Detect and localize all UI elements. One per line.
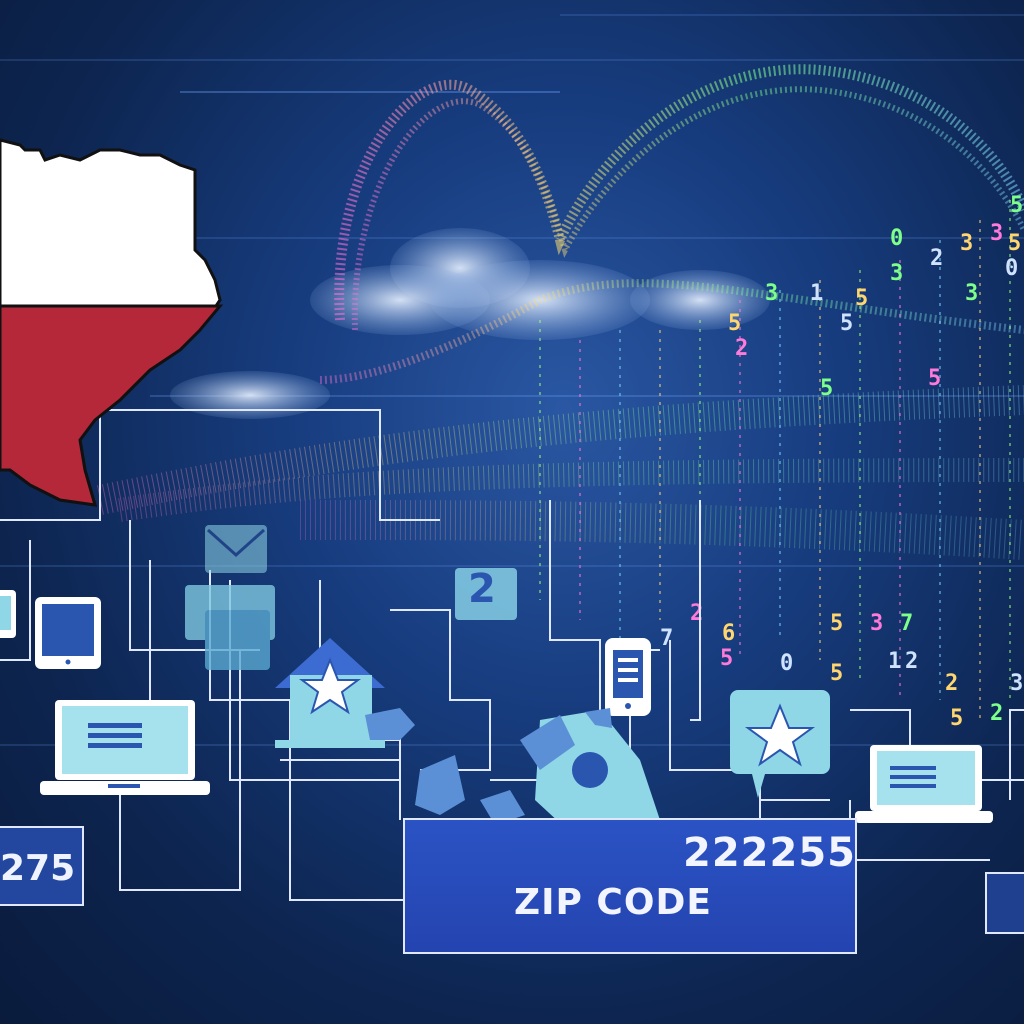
svg-text:2: 2: [735, 336, 748, 361]
data-stream-arcs: [319, 64, 1024, 384]
right-outline-box: [985, 872, 1024, 934]
svg-text:5: 5: [1008, 231, 1021, 256]
svg-text:5: 5: [928, 366, 941, 391]
left-number-box: [0, 826, 84, 906]
zip-code-panel: [403, 818, 857, 954]
mail-envelope-icon: [205, 525, 267, 573]
svg-text:2: 2: [945, 671, 958, 696]
svg-text:7: 7: [660, 626, 673, 651]
svg-text:5: 5: [720, 646, 733, 671]
digit-badge-label: 2: [468, 566, 496, 612]
smartphone-icon: [605, 638, 651, 716]
svg-text:5: 5: [1010, 193, 1023, 218]
svg-text:3: 3: [990, 221, 1003, 246]
cloud-icon: [170, 228, 770, 419]
svg-text:5: 5: [950, 706, 963, 731]
left-number: 275: [0, 848, 76, 889]
zip-code-label: ZIP CODE: [514, 882, 712, 923]
svg-text:5: 5: [728, 311, 741, 336]
svg-text:2: 2: [690, 601, 703, 626]
svg-text:3: 3: [870, 611, 883, 636]
svg-text:3: 3: [1010, 671, 1023, 696]
svg-text:6: 6: [722, 621, 735, 646]
svg-text:3: 3: [960, 231, 973, 256]
svg-text:2: 2: [930, 246, 943, 271]
svg-text:3: 3: [890, 261, 903, 286]
zip-code-number: 222255: [683, 830, 856, 876]
document-icon: [185, 585, 275, 670]
laptop-icon-right: [855, 745, 993, 823]
svg-text:1: 1: [888, 649, 901, 674]
svg-text:3: 3: [765, 281, 778, 306]
data-stream-band: [97, 385, 1024, 560]
svg-text:1: 1: [810, 281, 823, 306]
svg-text:5: 5: [830, 611, 843, 636]
svg-text:2: 2: [990, 701, 1003, 726]
digit-glyphs: 0 2 3 3 5 5 0 3 3 5 1 3 5 5 2 5 5 2 6 0 …: [660, 193, 1023, 731]
digit-rain: [539, 200, 1011, 720]
tablet-icon: [35, 597, 101, 669]
svg-text:5: 5: [840, 311, 853, 336]
svg-text:2: 2: [905, 649, 918, 674]
digit-badge: [455, 568, 517, 620]
laptop-icon: [40, 700, 210, 795]
svg-text:0: 0: [890, 226, 903, 251]
svg-text:5: 5: [855, 286, 868, 311]
tablet-stub: [0, 590, 16, 638]
svg-text:5: 5: [820, 376, 833, 401]
svg-text:3: 3: [965, 281, 978, 306]
svg-text:0: 0: [1005, 256, 1018, 281]
svg-text:0: 0: [780, 651, 793, 676]
house-star-icon: [275, 638, 415, 748]
svg-text:5: 5: [830, 661, 843, 686]
star-speech-bubble-icon: [730, 690, 830, 798]
texas-map-icon: [0, 138, 224, 507]
svg-text:7: 7: [900, 611, 913, 636]
